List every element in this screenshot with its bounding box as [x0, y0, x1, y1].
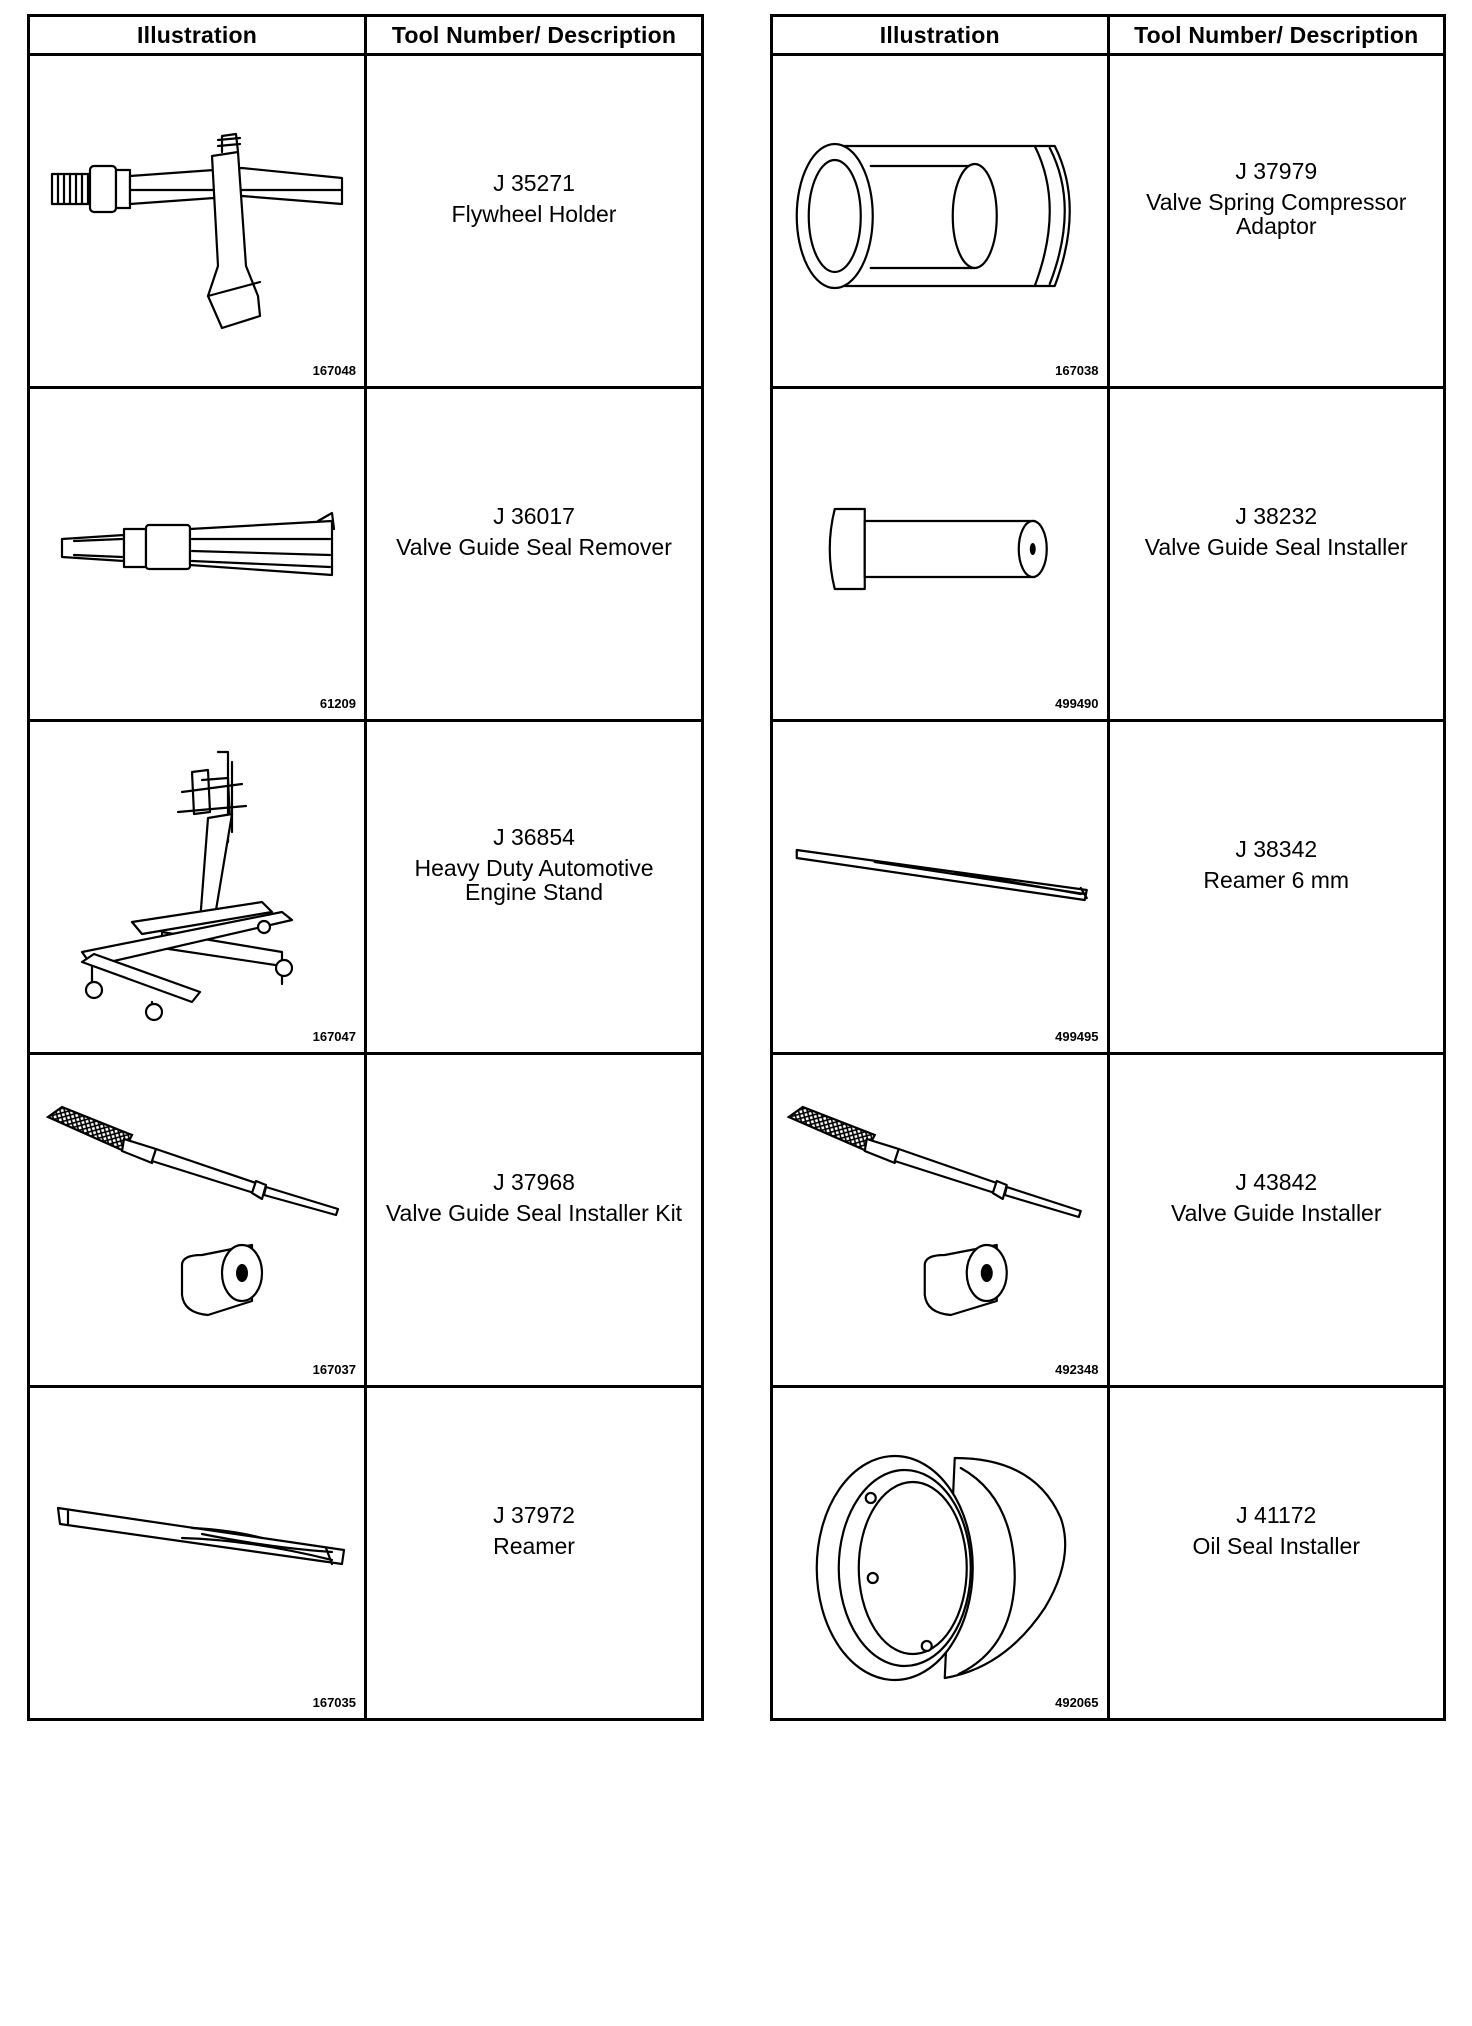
illustration-cell: 492065 — [770, 1385, 1110, 1721]
engine-stand-icon — [80, 750, 294, 1022]
valve-guide-seal-installer-icon — [828, 507, 1048, 591]
valve-guide-seal-installer-kit-icon — [45, 1105, 340, 1317]
description-cell: J 43842 Valve Guide Installer — [1106, 1052, 1446, 1388]
figure-number: 61209 — [319, 696, 356, 711]
tool-description: Reamer — [493, 1533, 575, 1559]
description-cell: J 36017 Valve Guide Seal Remover — [364, 386, 704, 722]
figure-number: 167047 — [312, 1029, 356, 1044]
tool-description: Valve Spring Compressor Adaptor — [1146, 189, 1407, 239]
table-row: 167037 J 37968 Valve Guide Seal Installe… — [27, 1052, 704, 1388]
tool-description: Heavy Duty Automotive Engine Stand — [414, 855, 654, 905]
valve-guide-seal-remover-icon — [60, 511, 336, 577]
illustration-cell: 167047 — [27, 719, 367, 1055]
tool-description: Reamer 6 mm — [1203, 867, 1350, 893]
reamer-6mm-icon — [795, 848, 1088, 902]
tool-description: Valve Guide Seal Installer Kit — [385, 1200, 683, 1226]
header-illustration: Illustration — [770, 14, 1110, 56]
tool-number: J 38342 — [1235, 836, 1318, 862]
illustration-cell: 167048 — [27, 53, 367, 389]
description-cell: J 41172 Oil Seal Installer — [1106, 1385, 1446, 1721]
figure-number: 167035 — [312, 1695, 356, 1710]
description-cell: J 36854 Heavy Duty Automotive Engine Sta… — [364, 719, 704, 1055]
tool-number: J 35271 — [493, 170, 575, 196]
table-row: 167047 J 36854 Heavy Duty Automotive Eng… — [27, 719, 704, 1055]
valve-guide-installer-icon — [786, 1105, 1082, 1317]
tool-number: J 37979 — [1235, 158, 1318, 184]
tool-table-left: Illustration Tool Number/ Description — [27, 14, 704, 1721]
tool-description: Flywheel Holder — [451, 201, 617, 227]
header-illustration: Illustration — [27, 14, 367, 56]
tool-description: Oil Seal Installer — [1192, 1533, 1360, 1559]
valve-spring-compressor-adaptor-icon — [795, 142, 1071, 290]
table-header-row: Illustration Tool Number/ Description — [770, 14, 1446, 56]
oil-seal-installer-icon — [815, 1454, 1067, 1682]
table-row: 167038 J 37979 Valve Spring Compressor A… — [770, 53, 1446, 389]
figure-number: 167038 — [1055, 363, 1099, 378]
table-row: 61209 J 36017 Valve Guide Seal Remover — [27, 386, 704, 722]
illustration-cell: 167035 — [27, 1385, 367, 1721]
description-cell: J 38232 Valve Guide Seal Installer — [1106, 386, 1446, 722]
illustration-cell: 61209 — [27, 386, 367, 722]
description-cell: J 37979 Valve Spring Compressor Adaptor — [1106, 53, 1446, 389]
table-row: 499490 J 38232 Valve Guide Seal Installe… — [770, 386, 1446, 722]
figure-number: 492348 — [1055, 1362, 1099, 1377]
figure-number: 492065 — [1055, 1695, 1099, 1710]
table-row: 492348 J 43842 Valve Guide Installer — [770, 1052, 1446, 1388]
figure-number: 499495 — [1055, 1029, 1099, 1044]
header-tool-number-description: Tool Number/ Description — [1106, 14, 1446, 56]
header-tool-number-description: Tool Number/ Description — [364, 14, 704, 56]
illustration-cell: 499490 — [770, 386, 1110, 722]
tool-description: Valve Guide Seal Remover — [396, 534, 672, 560]
tool-number: J 36854 — [493, 824, 575, 850]
description-cell: J 37968 Valve Guide Seal Installer Kit — [364, 1052, 704, 1388]
table-row: 492065 J 41172 Oil Seal Installer — [770, 1385, 1446, 1721]
tool-description: Valve Guide Installer — [1170, 1200, 1382, 1226]
description-cell: J 35271 Flywheel Holder — [364, 53, 704, 389]
tool-number: J 41172 — [1236, 1502, 1317, 1528]
table-row: 167035 J 37972 Reamer — [27, 1385, 704, 1721]
tool-number: J 37968 — [493, 1169, 575, 1195]
figure-number: 167048 — [312, 363, 356, 378]
illustration-cell: 499495 — [770, 719, 1110, 1055]
tool-number: J 38232 — [1235, 503, 1318, 529]
description-cell: J 37972 Reamer — [364, 1385, 704, 1721]
tool-number: J 36017 — [493, 503, 575, 529]
tool-table-right: Illustration Tool Number/ Description 16… — [770, 14, 1446, 1721]
tool-number: J 43842 — [1235, 1169, 1318, 1195]
reamer-icon — [56, 1506, 346, 1566]
flywheel-holder-icon — [50, 132, 344, 330]
illustration-cell: 167037 — [27, 1052, 367, 1388]
figure-number: 167037 — [312, 1362, 356, 1377]
table-row: 167048 J 35271 Flywheel Holder — [27, 53, 704, 389]
illustration-cell: 492348 — [770, 1052, 1110, 1388]
tool-number: J 37972 — [493, 1502, 575, 1528]
table-row: 499495 J 38342 Reamer 6 mm — [770, 719, 1446, 1055]
figure-number: 499490 — [1055, 696, 1099, 711]
tool-description: Valve Guide Seal Installer — [1144, 534, 1408, 560]
illustration-cell: 167038 — [770, 53, 1110, 389]
description-cell: J 38342 Reamer 6 mm — [1106, 719, 1446, 1055]
table-header-row: Illustration Tool Number/ Description — [27, 14, 704, 56]
